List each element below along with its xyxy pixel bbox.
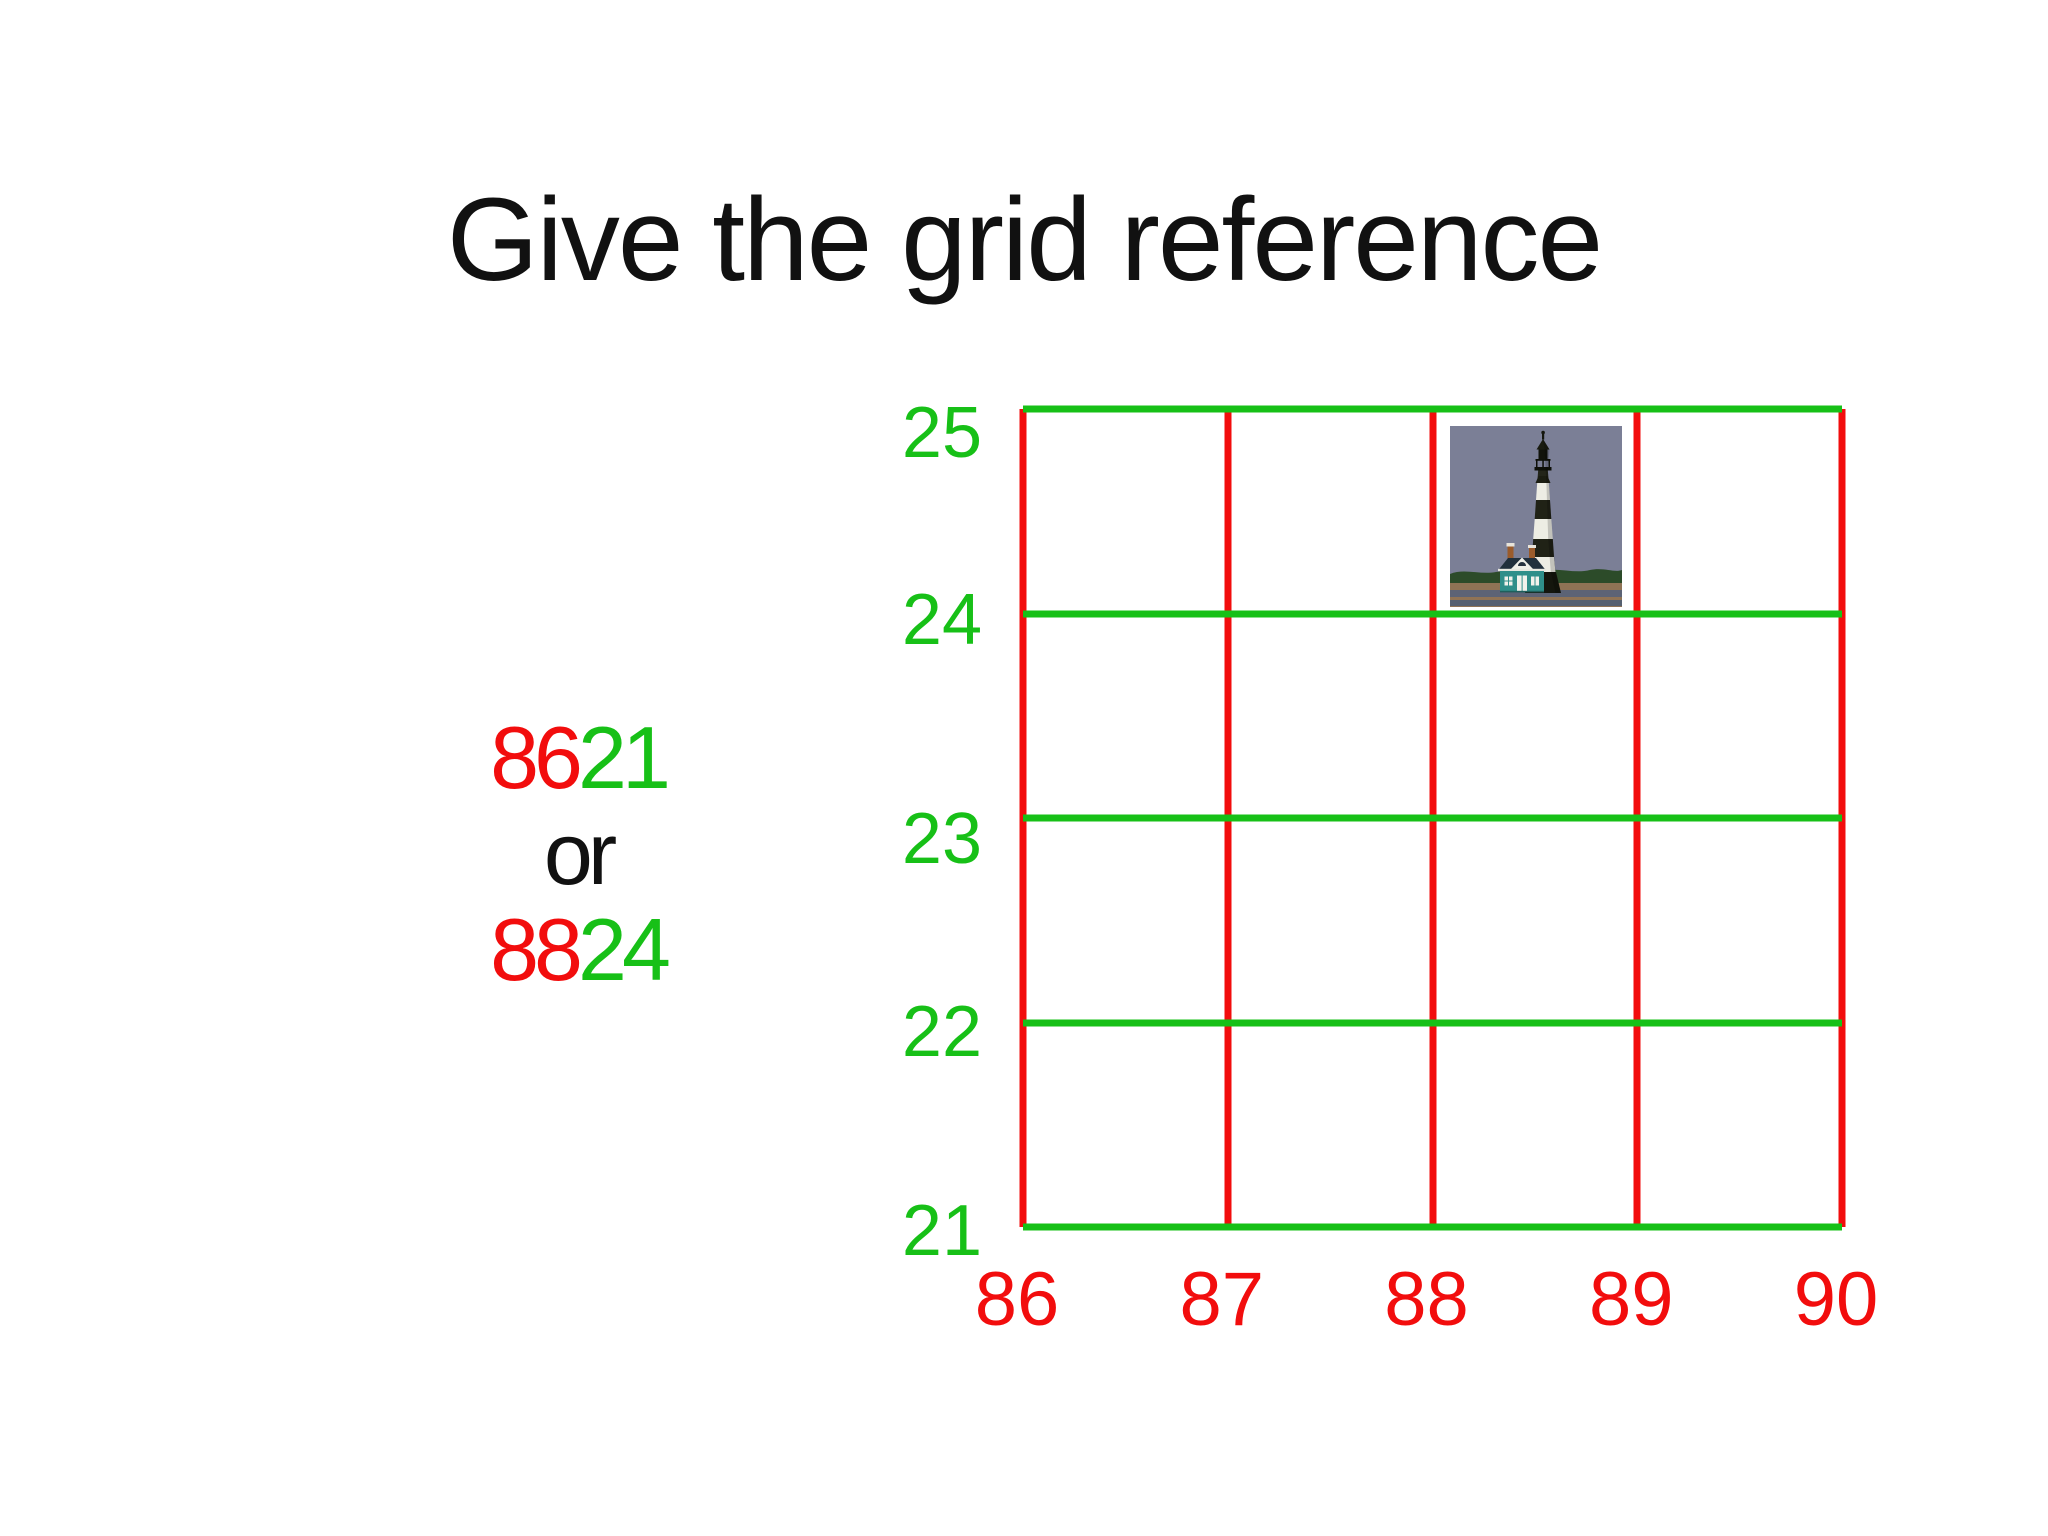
y-axis-label: 22 xyxy=(901,991,982,1072)
answer-easting-2: 88 xyxy=(490,900,583,999)
grid-v-line xyxy=(1838,409,1846,1227)
x-axis-label: 90 xyxy=(1793,1257,1879,1342)
answer-text: 8621 or 8824 xyxy=(358,710,798,998)
lighthouse-clipart xyxy=(1450,426,1622,607)
y-axis-label: 24 xyxy=(901,579,982,660)
grid xyxy=(1019,405,1846,1231)
x-axis-label: 87 xyxy=(1179,1257,1265,1342)
grid-h-line xyxy=(1023,610,1842,617)
grid-h-line xyxy=(1023,1019,1842,1026)
answer-northing-2: 24 xyxy=(578,900,671,999)
answer-line-1: 8621 xyxy=(358,710,798,806)
lighthouse-image xyxy=(1450,426,1622,607)
grid-h-line xyxy=(1023,1223,1842,1231)
answer-easting-1: 86 xyxy=(490,708,583,807)
grid-h-line xyxy=(1023,405,1842,413)
y-axis-label: 21 xyxy=(901,1191,982,1271)
y-axis-label: 25 xyxy=(901,393,982,473)
y-axis-label: 23 xyxy=(901,799,982,879)
slide-title: Give the grid reference xyxy=(446,174,1603,306)
answer-line-2: 8824 xyxy=(358,902,798,998)
x-axis-label: 86 xyxy=(974,1257,1060,1342)
x-axis-label: 89 xyxy=(1588,1257,1674,1342)
x-axis-label: 88 xyxy=(1384,1257,1469,1342)
answer-northing-1: 21 xyxy=(578,708,671,807)
answer-connector: or xyxy=(543,804,617,903)
grid-h-line xyxy=(1023,814,1842,822)
